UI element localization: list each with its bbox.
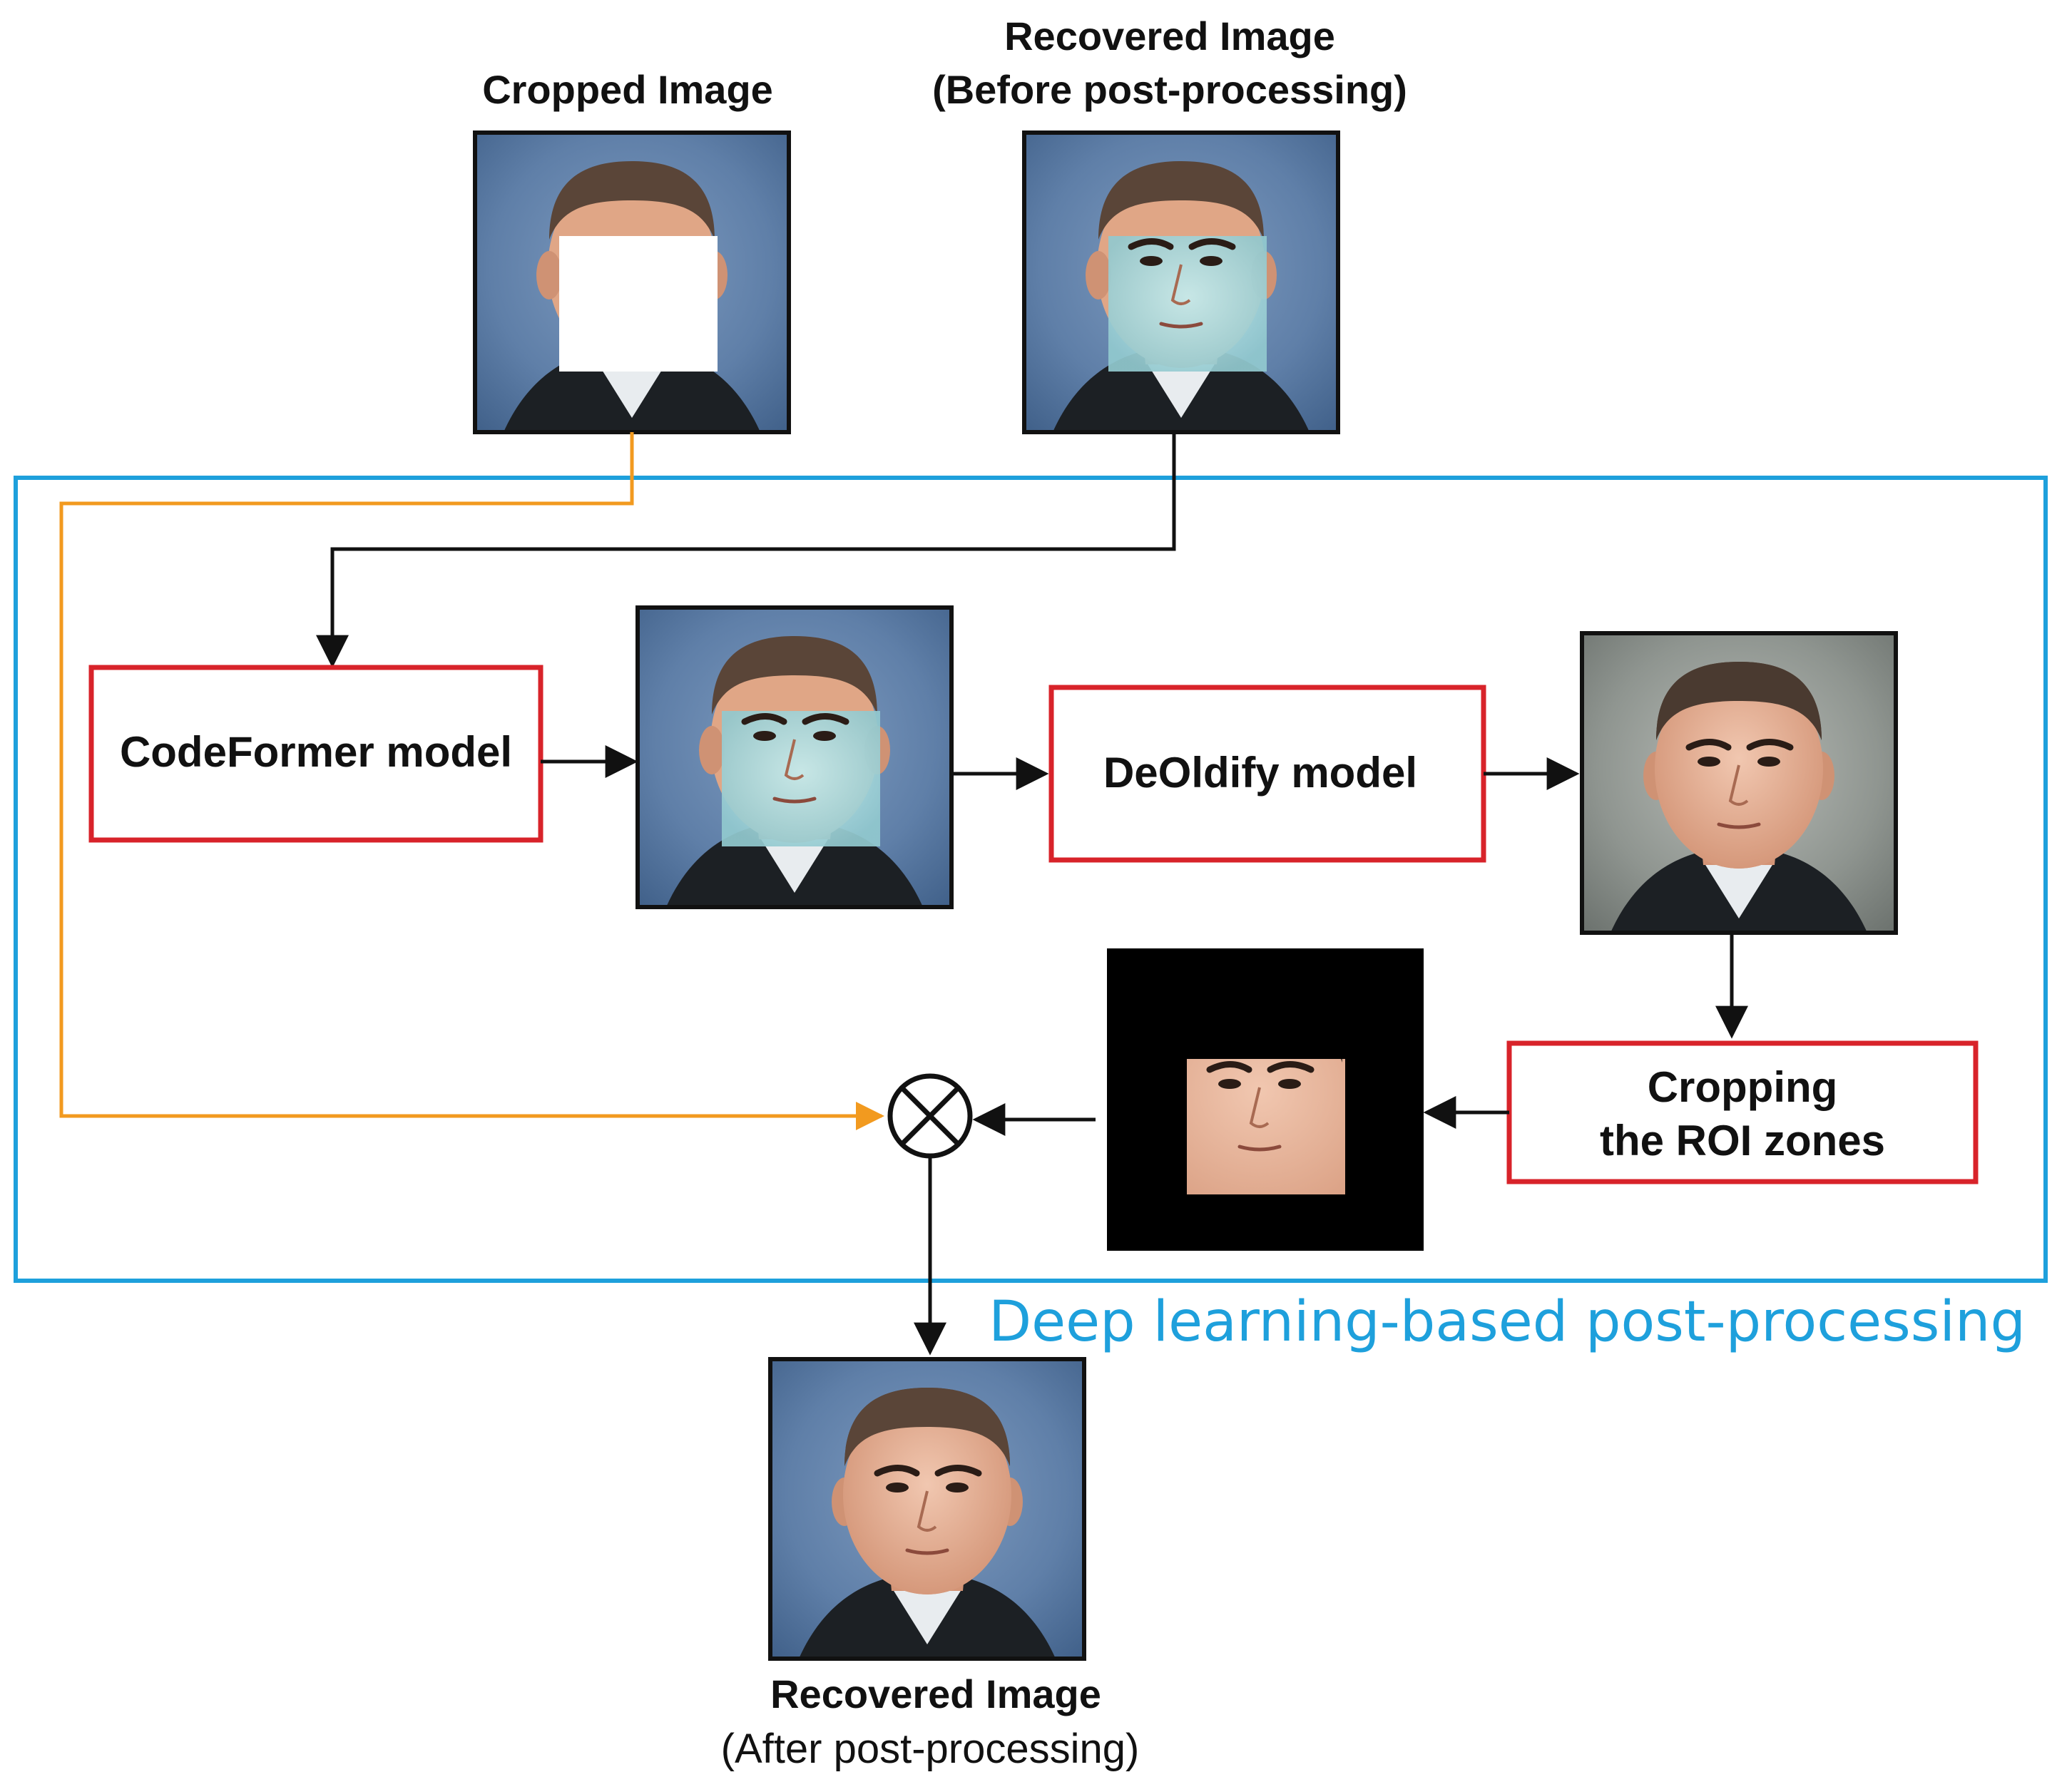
multiply-circle-icon bbox=[887, 1073, 973, 1159]
roi-image bbox=[1107, 948, 1424, 1251]
recovered-to-codeformer-connector bbox=[316, 432, 1176, 668]
cropping-box: Cropping the ROI zones bbox=[1506, 1040, 1979, 1184]
recovered-before-label-line2: (Before post-processing) bbox=[932, 67, 1407, 112]
cropped-image-label: Cropped Image bbox=[482, 67, 773, 112]
mask-rectangle bbox=[559, 236, 718, 372]
deoldify-box: DeOldify model bbox=[1048, 685, 1486, 863]
recovered-after-image bbox=[768, 1357, 1086, 1661]
cropping-label-line2: the ROI zones bbox=[1600, 1117, 1885, 1164]
deoldify-output-image bbox=[1580, 631, 1898, 935]
recovered-before-image bbox=[1022, 130, 1340, 434]
recovered-after-label-line2: (After post-processing) bbox=[721, 1726, 1140, 1772]
recovered-before-label-line1: Recovered Image bbox=[1004, 14, 1335, 58]
codeformer-output-image bbox=[636, 605, 954, 909]
deoldify-label: DeOldify model bbox=[1103, 749, 1417, 797]
codeformer-label: CodeFormer model bbox=[120, 728, 512, 776]
mask-path-connector bbox=[59, 432, 884, 1130]
cropping-label-line1: Cropping bbox=[1648, 1063, 1838, 1111]
recovered-after-label-line1: Recovered Image bbox=[770, 1671, 1101, 1716]
cropped-image bbox=[473, 130, 791, 434]
codeformer-box: CodeFormer model bbox=[88, 665, 543, 843]
post-processing-region bbox=[14, 476, 2048, 1283]
region-caption: Deep learning-based post-processing bbox=[989, 1290, 2026, 1354]
